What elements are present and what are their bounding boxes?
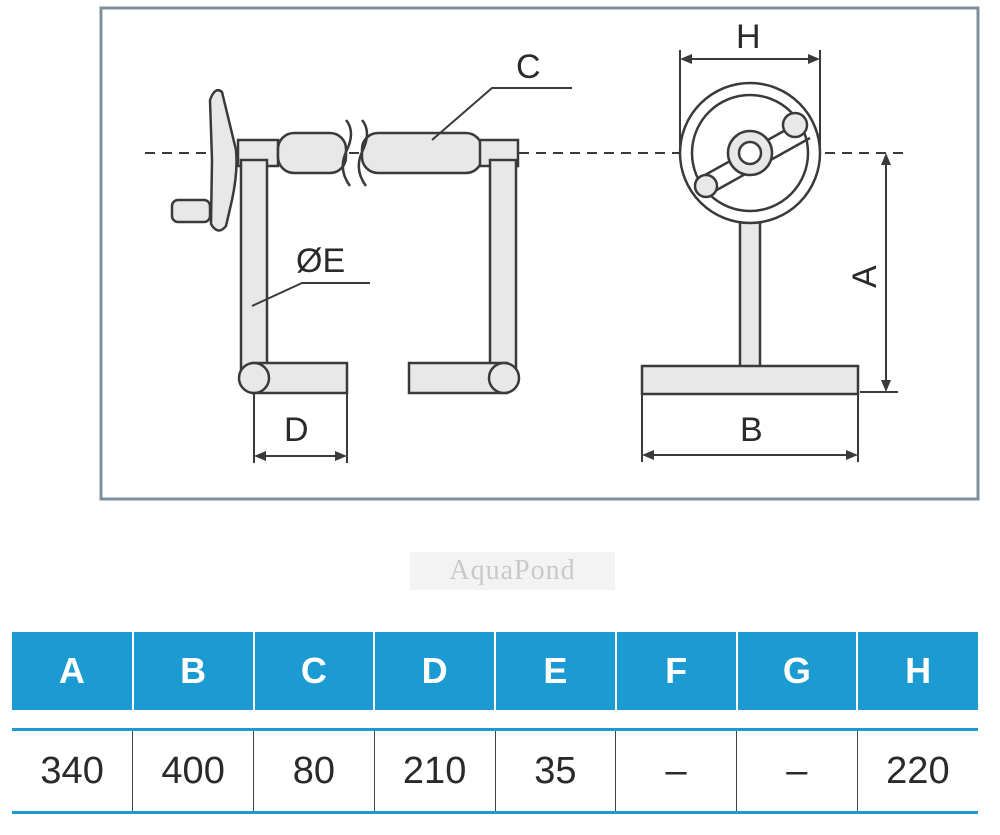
label-d: D	[284, 411, 309, 449]
value-a: 340	[12, 728, 133, 814]
value-f: –	[615, 728, 737, 814]
header-a: A	[12, 632, 133, 710]
front-view-drawing	[640, 81, 860, 396]
e-leader-line	[251, 282, 370, 307]
crank-handle	[170, 198, 212, 224]
tube-break-mark	[341, 119, 369, 187]
value-e: 35	[494, 728, 616, 814]
roller-tube-left	[276, 131, 348, 175]
dimension-diagram: C ØE D H A	[99, 6, 980, 501]
header-g: G	[735, 632, 858, 710]
hand-wheel	[208, 89, 238, 232]
value-d: 210	[373, 728, 495, 814]
header-c: C	[252, 632, 375, 710]
side-view-drawing	[170, 89, 521, 395]
c-leader-line	[431, 87, 572, 141]
header-h: H	[856, 632, 978, 710]
value-c: 80	[253, 728, 375, 814]
spec-header-row: A B C D E F G H	[12, 632, 978, 710]
label-e: ØE	[296, 242, 345, 280]
value-g: –	[736, 728, 858, 814]
spec-table: A B C D E F G H 340 400 80 210 35 – – 22…	[12, 632, 978, 814]
base-plate	[640, 364, 860, 396]
pedestal-post	[738, 213, 762, 385]
value-b: 400	[132, 728, 254, 814]
header-e: E	[494, 632, 616, 710]
d-dimension	[253, 393, 348, 463]
right-foot-end	[487, 361, 521, 395]
header-f: F	[614, 632, 737, 710]
table-spacer	[12, 710, 978, 730]
value-h: 220	[856, 728, 978, 814]
label-h: H	[736, 18, 761, 56]
right-post	[488, 158, 518, 372]
left-foot-end	[237, 361, 271, 395]
label-a: A	[846, 265, 884, 288]
label-b: B	[740, 411, 763, 449]
aquapond-watermark: AquaPond	[410, 552, 615, 590]
a-dimension	[860, 153, 898, 393]
spec-value-row: 340 400 80 210 35 – – 220	[12, 728, 978, 814]
b-dimension	[641, 394, 859, 462]
header-b: B	[131, 632, 254, 710]
roller-tube-right	[360, 131, 484, 175]
label-c: C	[516, 48, 541, 86]
left-post	[239, 158, 269, 372]
handle-knob	[693, 173, 719, 199]
header-d: D	[373, 632, 495, 710]
h-dimension	[679, 50, 821, 150]
